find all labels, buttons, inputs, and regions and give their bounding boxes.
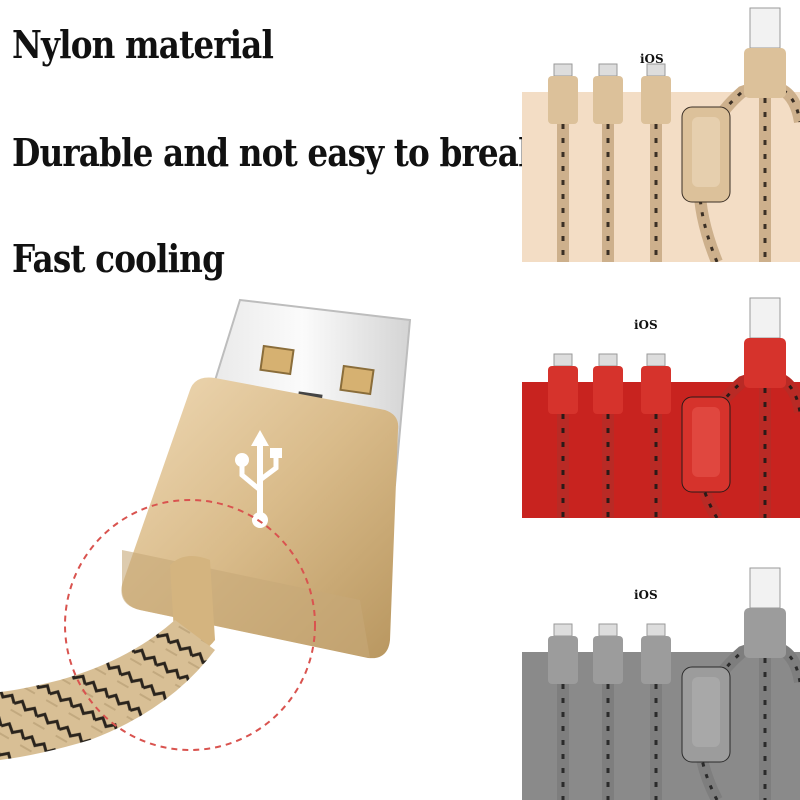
feature-nylon-material: Nylon material	[12, 22, 274, 67]
variant-panel-red: iOS	[522, 290, 800, 518]
cable-connector-2	[593, 623, 623, 800]
dual-connector	[681, 396, 731, 493]
variant-panel-gold: iOS	[522, 0, 800, 262]
dual-connector	[681, 666, 731, 763]
ios-label: iOS	[634, 318, 658, 332]
feature-fast-cooling: Fast cooling	[12, 236, 225, 281]
cooling-highlight-circle	[64, 499, 316, 751]
ios-label: iOS	[640, 52, 664, 66]
cable-connector-1	[548, 623, 578, 800]
cable-connector-3	[641, 353, 671, 518]
hero-usb-connector-image	[0, 298, 412, 760]
cable-connector-1	[548, 63, 578, 262]
braided-cable	[0, 620, 215, 760]
feature-durable: Durable and not easy to break	[12, 130, 541, 175]
cable-connector-3	[641, 63, 671, 262]
cable-connector-2	[593, 63, 623, 262]
variant-panel-gray: iOS	[522, 560, 800, 800]
dual-connector	[681, 106, 731, 203]
usb-trident-icon	[235, 430, 282, 528]
cable-connector-2	[593, 353, 623, 518]
cable-connector-1	[548, 353, 578, 518]
cable-connector-3	[641, 623, 671, 800]
ios-label: iOS	[634, 588, 658, 602]
usb-plug	[744, 7, 786, 98]
usb-plug	[744, 567, 786, 658]
usb-plug	[744, 297, 786, 388]
